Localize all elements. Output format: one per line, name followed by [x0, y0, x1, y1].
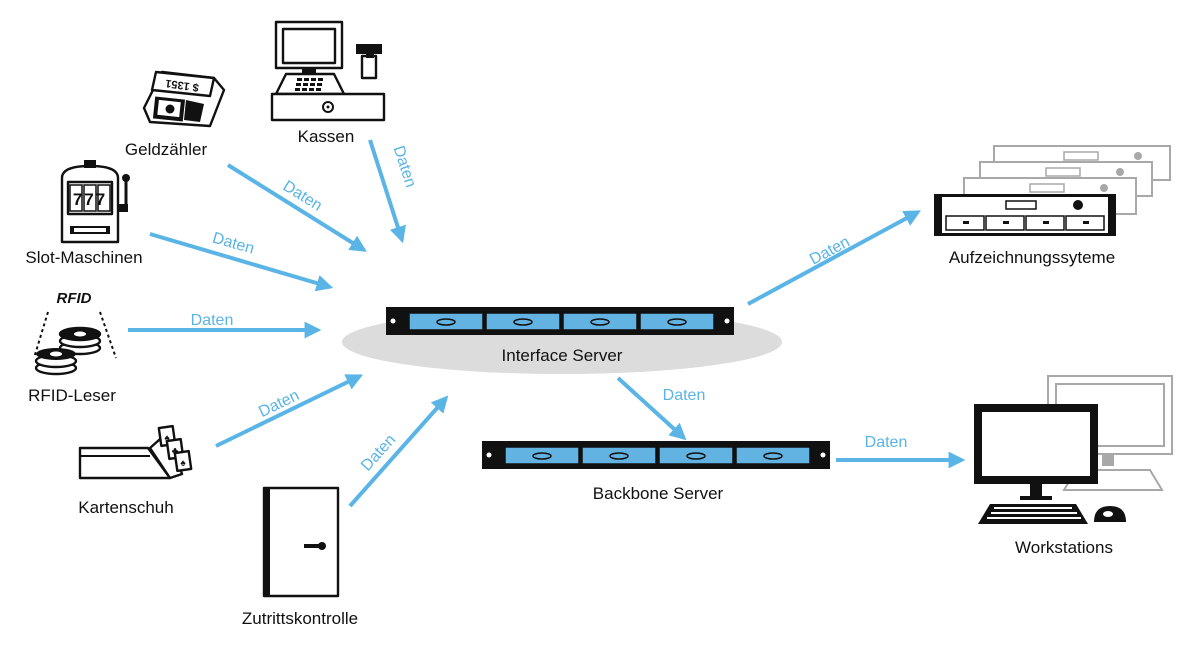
data-label-rfid: Daten — [191, 312, 234, 329]
workstations-icon — [974, 375, 1173, 524]
workstations-label: Workstations — [1015, 538, 1113, 557]
rfid-chips-icon: RFID — [33, 290, 117, 376]
money-counter-icon: $ 1351 — [142, 70, 226, 128]
arrow-slot — [149, 232, 334, 292]
interface-server-label: Interface Server — [502, 346, 623, 365]
backbone-server-label: Backbone Server — [593, 484, 724, 503]
rfid-logo: RFID — [57, 290, 92, 307]
aufzeichnung-label: Aufzeichnungssyteme — [949, 248, 1115, 267]
data-label-kassen: Daten — [390, 144, 419, 190]
arrow-geldzaehler — [226, 163, 367, 252]
slot-reels: 777 — [73, 190, 107, 209]
arrow-zutritt — [348, 395, 449, 508]
slot-label: Slot-Maschinen — [25, 248, 142, 267]
data-label-backbone: Daten — [663, 387, 706, 404]
cash-register-icon — [270, 20, 386, 122]
rfid-label: RFID-Leser — [28, 386, 116, 405]
geldzaehler-label: Geldzähler — [125, 140, 208, 159]
svg-text:♠: ♠ — [180, 458, 186, 469]
svg-text:♠: ♠ — [164, 433, 170, 444]
svg-text:♣: ♣ — [172, 446, 179, 457]
card-shoe-icon: ♠ ♣ ♠ — [78, 424, 193, 480]
money-counter-display: $ 1351 — [165, 77, 200, 94]
backbone-server — [482, 441, 830, 469]
kassen-label: Kassen — [298, 127, 355, 146]
arrow-aufzeichnung — [747, 210, 921, 306]
data-label-zutritt: Daten — [358, 431, 399, 474]
slot-machine-icon: 777 — [60, 160, 130, 244]
door-icon — [262, 486, 340, 598]
recording-servers-icon — [934, 145, 1171, 236]
interface-server — [386, 307, 734, 335]
arrow-kassen — [368, 139, 406, 244]
data-label-workstations: Daten — [865, 434, 908, 451]
arrow-kartenschuh — [215, 374, 364, 448]
kartenschuh-label: Kartenschuh — [78, 498, 173, 517]
zutritt-label: Zutrittskontrolle — [242, 609, 358, 628]
arrow-backbone — [616, 376, 687, 441]
data-label-aufzeichnung: Daten — [807, 233, 853, 268]
